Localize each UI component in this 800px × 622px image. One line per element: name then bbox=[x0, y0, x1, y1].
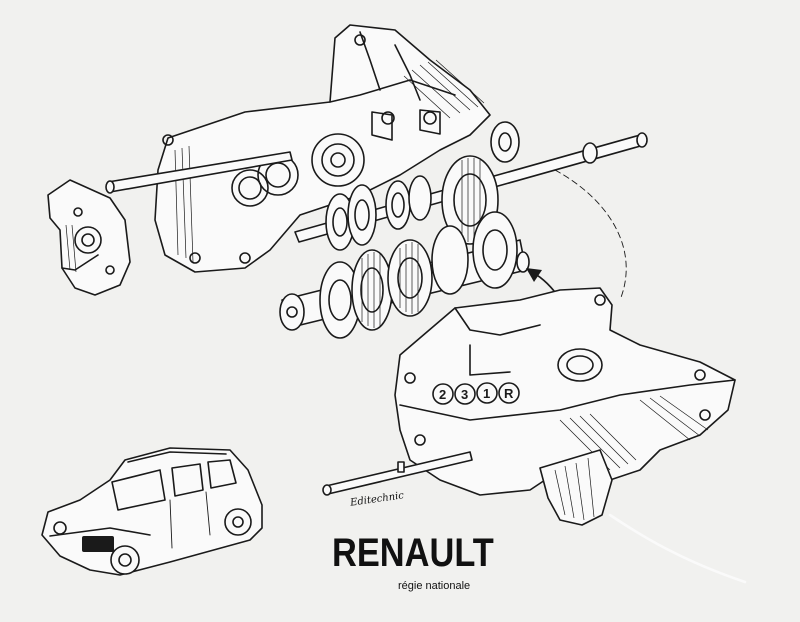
primary-shaft bbox=[105, 151, 293, 194]
assembly-guide-line bbox=[554, 169, 627, 301]
end-cover-plate bbox=[47, 179, 131, 296]
headlight-highlight bbox=[82, 536, 114, 552]
lower-housing: 2 3 1 R bbox=[394, 287, 736, 496]
gear-label-2: 2 bbox=[432, 383, 454, 405]
svg-text:3: 3 bbox=[461, 387, 468, 402]
gear-label-r: R bbox=[498, 382, 520, 404]
gear-position-labels: 2 3 1 R bbox=[432, 382, 520, 405]
upper-housing bbox=[154, 24, 491, 273]
svg-text:2: 2 bbox=[439, 387, 446, 402]
pinion-gear-cluster bbox=[279, 211, 530, 339]
secondary-shaft bbox=[294, 121, 648, 251]
gear-label-1: 1 bbox=[476, 382, 498, 404]
gear-lever-boot bbox=[539, 449, 747, 584]
selector-rod bbox=[322, 451, 473, 496]
brand-subtitle: régie nationale bbox=[398, 580, 471, 592]
svg-text:1: 1 bbox=[483, 386, 490, 401]
svg-text:R: R bbox=[504, 386, 514, 401]
brand-logo-text: RENAULT bbox=[332, 531, 494, 575]
gear-label-3: 3 bbox=[454, 383, 476, 405]
renault-4-car-drawing bbox=[41, 447, 263, 576]
